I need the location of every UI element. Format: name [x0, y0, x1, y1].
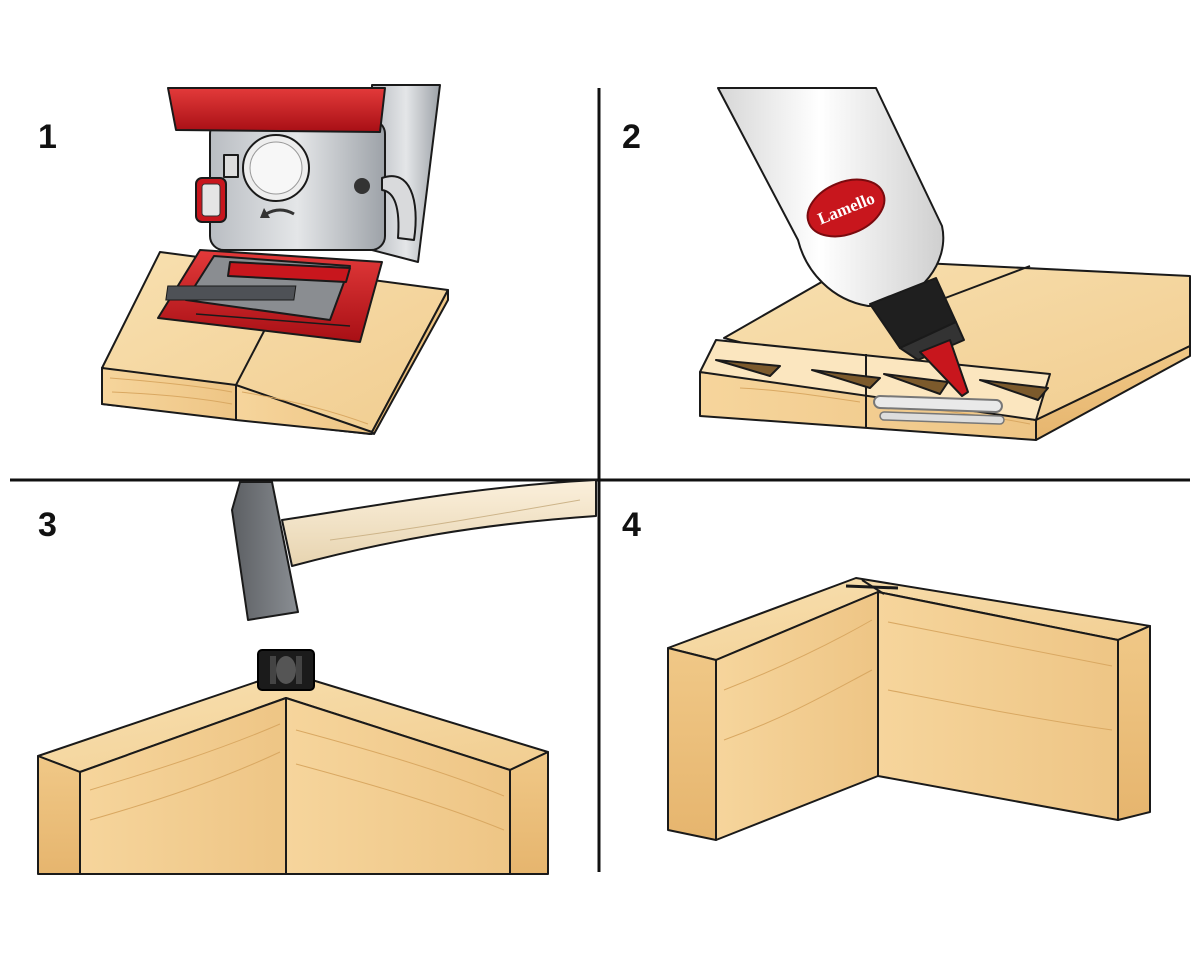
joint-mark-icon: [845, 579, 899, 595]
rotation-arrow-icon: [265, 208, 295, 216]
corner-clamp-fastener: [257, 649, 315, 691]
glue-bottle: Lamello: [717, 87, 969, 397]
biscuit-slot-mid-left: [811, 369, 881, 389]
brand-label-icon: [806, 178, 886, 238]
wood-corner-step-3: [37, 679, 549, 875]
hammer: [231, 479, 597, 621]
panel-2-gluing: Lamello: [699, 87, 1191, 441]
step-number-3: 3: [38, 506, 57, 544]
hammer-head: [231, 481, 299, 621]
biscuit-slot-left: [715, 359, 781, 377]
biscuit-slot-right: [979, 379, 1049, 401]
joiner-red-cover: [167, 87, 386, 133]
biscuit-slot-mid-right: [883, 373, 949, 395]
wood-board-step-2: [699, 259, 1191, 441]
panel-1-joiner-cutting: [101, 84, 449, 435]
panel-3-hammering: [37, 479, 597, 875]
step-number-1: 1: [38, 118, 57, 156]
hammer-handle: [281, 479, 597, 567]
panel-4-finished-joint: [667, 577, 1151, 841]
step-number-2: 2: [622, 118, 641, 156]
glue-bead: [873, 394, 1003, 414]
biscuit-joiner-tool: [157, 84, 441, 343]
fence-clamp-lever: [381, 175, 417, 241]
step-number-4: 4: [622, 506, 641, 544]
